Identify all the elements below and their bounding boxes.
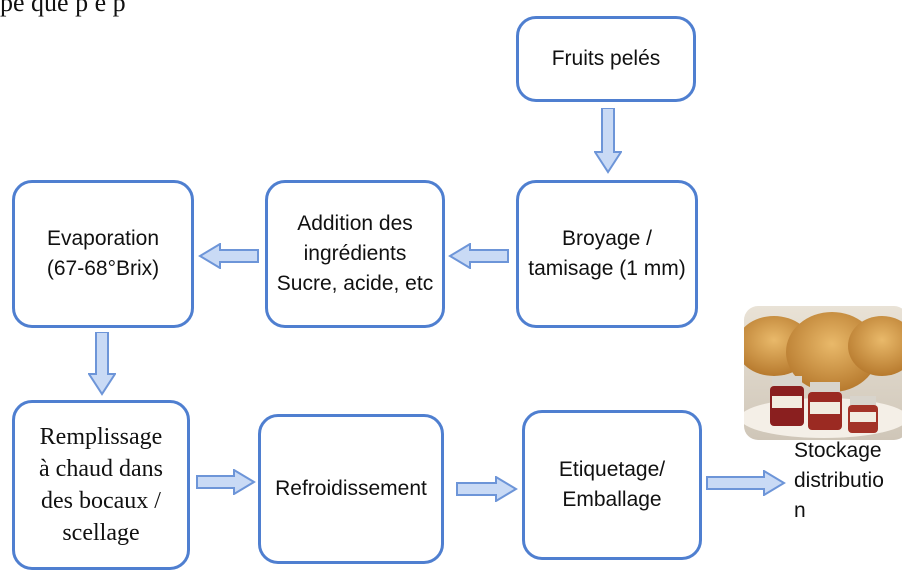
arrow-right-etiquetage-to-stockage [706, 470, 786, 496]
arrow-right-remplissage-to-refroidissement [196, 469, 256, 495]
box-broyage-tamisage: Broyage / tamisage (1 mm) [516, 180, 698, 328]
box-refroidissement: Refroidissement [258, 414, 444, 564]
arrow-down-fruits-to-broyage [594, 108, 622, 174]
box-addition-ingredients: Addition des ingrédients Sucre, acide, e… [265, 180, 445, 328]
arrow-right-refroidissement-to-etiquetage [456, 476, 518, 502]
arrow-left-broyage-to-addition [448, 243, 509, 269]
box-remplissage: Remplissage à chaud dans des bocaux / sc… [12, 400, 190, 570]
box-evaporation: Evaporation (67-68°Brix) [12, 180, 194, 328]
box-etiquetage-emballage: Etiquetage/ Emballage [522, 410, 702, 560]
arrow-down-evaporation-to-remplissage [88, 332, 116, 396]
top-cropped-text: pe que p e p [0, 0, 126, 17]
arrow-left-addition-to-evaporation [198, 243, 259, 269]
box-fruits-peles: Fruits pelés [516, 16, 696, 102]
jam-jars-photo [744, 306, 902, 440]
stockage-distribution-label: Stockage distributio n [794, 439, 884, 522]
